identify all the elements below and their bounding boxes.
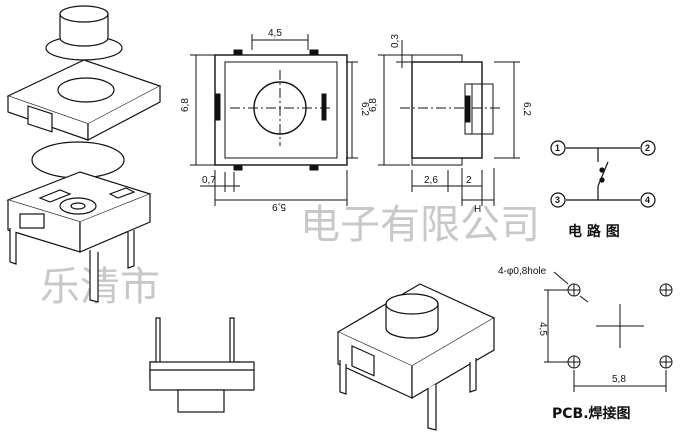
side-dim-right: 6,2 <box>521 102 532 116</box>
side-pin-view <box>149 317 255 413</box>
front-view <box>190 34 358 206</box>
pcb-hole-note: 4-φ0,8hole <box>498 266 547 277</box>
lead-3 <box>127 230 135 269</box>
front-dim-bottom: 5,9 <box>272 201 286 212</box>
side-dim-b: 2 <box>466 175 472 186</box>
front-dim-right: 6,2 <box>359 102 370 116</box>
side-view <box>378 40 520 206</box>
circuit-node-1: 1 <box>555 143 560 153</box>
side-dim-left: 6,8 <box>368 98 379 112</box>
top-cover <box>6 59 162 141</box>
lead-2 <box>89 250 99 303</box>
side-dim-h: H <box>474 204 481 215</box>
circuit-node-2: 2 <box>645 143 650 153</box>
exploded-view <box>6 5 162 303</box>
front-dim-left: 6,8 <box>180 98 191 112</box>
front-dim-pad: 0,7 <box>202 175 216 186</box>
side-dim-top: 0,3 <box>390 34 401 48</box>
circuit-node-4: 4 <box>645 195 650 205</box>
button-cap <box>45 5 123 61</box>
lead-1 <box>9 228 17 265</box>
assembled-view <box>336 283 496 431</box>
circuit-node-3: 3 <box>555 195 560 205</box>
watermark-right: 电子有限公司 <box>300 202 540 248</box>
pcb-dim-v: 4,5 <box>537 322 548 336</box>
pcb-layout <box>544 271 673 392</box>
switch-base <box>6 171 152 253</box>
pcb-title: PCB.焊接图 <box>552 405 631 422</box>
front-dim-top: 4,5 <box>268 28 282 39</box>
circuit-title: 电 路 图 <box>568 223 620 240</box>
side-dim-a: 2,6 <box>424 175 438 186</box>
watermark-left: 乐清市 <box>40 264 160 310</box>
pcb-dim-h: 5,8 <box>612 374 626 385</box>
circuit-diagram <box>550 140 656 208</box>
